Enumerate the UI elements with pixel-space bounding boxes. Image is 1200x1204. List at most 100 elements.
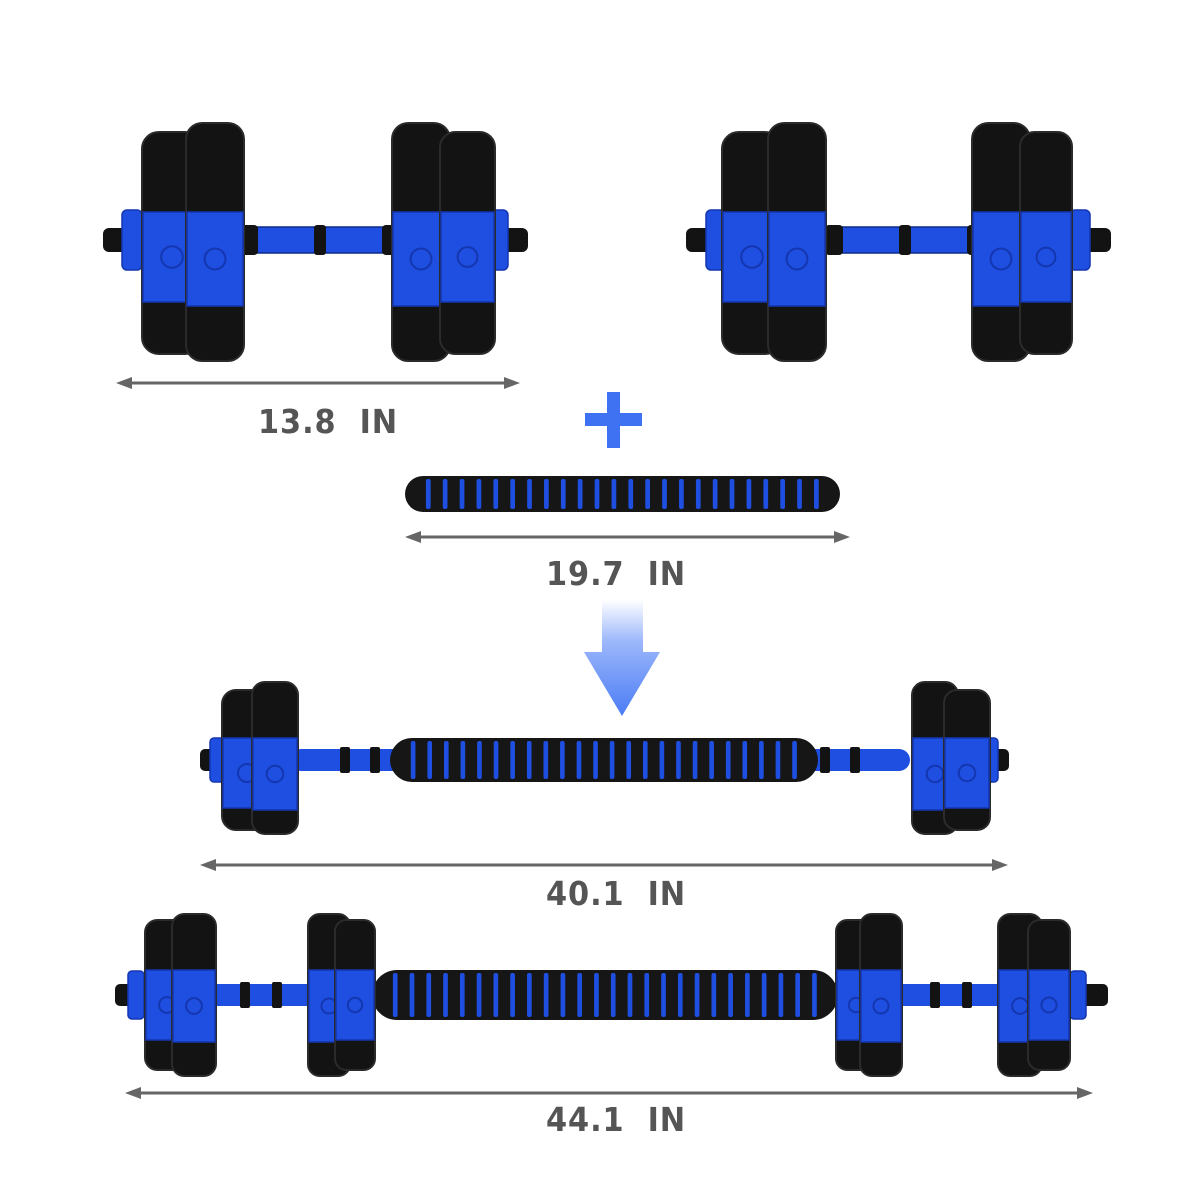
foam-rib [410, 741, 416, 779]
plate-emblem [265, 764, 285, 784]
foam-rib [392, 973, 398, 1017]
weight-plate [1027, 919, 1071, 1071]
foam-rib [594, 479, 600, 509]
handle [824, 225, 986, 255]
plate-emblem [989, 247, 1013, 271]
connector-bar [405, 476, 840, 512]
foam-rib [610, 973, 616, 1017]
foam-rib [763, 479, 769, 509]
foam-rib [676, 741, 681, 779]
foam-rib [626, 741, 632, 779]
foam-rib [742, 741, 748, 779]
foam-rib [780, 479, 786, 509]
plate-emblem [203, 247, 227, 271]
plate-blue-band [860, 969, 902, 1043]
plate-emblem [160, 245, 184, 269]
plate-emblem [785, 247, 809, 271]
foam-rib [677, 973, 683, 1017]
foam-connector [390, 738, 818, 782]
foam-rib [812, 973, 817, 1017]
foam-rib [814, 479, 819, 509]
foam-rib [759, 741, 764, 779]
handle-ring [825, 225, 843, 255]
foam-rib [745, 973, 750, 1017]
foam-rib [510, 973, 515, 1017]
foam-rib [426, 973, 432, 1017]
dimension-arrowhead-left [116, 377, 132, 389]
plate-emblem [740, 245, 764, 269]
foam-rib [527, 973, 532, 1017]
foam-rib [695, 479, 701, 509]
plus-bar-vertical [607, 392, 620, 448]
handle-ring [899, 225, 911, 255]
foam-rib [778, 973, 784, 1017]
plate-emblem [957, 763, 977, 783]
foam-rib [593, 741, 598, 779]
dimension-full-set [125, 1087, 1093, 1099]
weight-plate [859, 913, 903, 1077]
foam-rib [560, 973, 566, 1017]
foam-rib [459, 479, 465, 509]
arrow-shape [584, 600, 660, 716]
foam-connector [372, 970, 838, 1020]
plate-emblem [409, 247, 433, 271]
grip-ring [820, 747, 830, 773]
plate-blue-band [252, 737, 298, 811]
foam-rib [729, 479, 735, 509]
foam-rib [427, 741, 433, 779]
grip-ring [340, 747, 350, 773]
foam-rib [459, 973, 465, 1017]
grip-ring [850, 747, 860, 773]
plate-emblem [456, 246, 479, 268]
foam-rib [543, 973, 549, 1017]
foam-tube [405, 476, 840, 512]
dimension-arrowhead-right [992, 859, 1008, 871]
plate-emblem [346, 996, 364, 1014]
foam-rib [725, 741, 731, 779]
weight-plate [171, 913, 217, 1077]
plate-blue-band [335, 969, 375, 1041]
foam-rib [526, 741, 532, 779]
foam-rib [609, 741, 615, 779]
weight-plate [1019, 131, 1073, 355]
foam-rib [712, 479, 718, 509]
dimension-arrowhead-left [405, 531, 421, 543]
foam-rib [443, 973, 448, 1017]
foam-rib [679, 479, 684, 509]
weight-plate [391, 122, 451, 362]
plate-blue-band [186, 211, 244, 307]
foam-rib [577, 479, 583, 509]
foam-rib [560, 741, 565, 779]
foam-connector [405, 476, 840, 512]
foam-rib [560, 479, 566, 509]
foam-rib [659, 741, 665, 779]
weight-plate [439, 131, 496, 355]
foam-rib [510, 741, 515, 779]
dimension-arrowhead-left [125, 1087, 141, 1099]
plate-blue-band [944, 737, 990, 809]
foam-rib [493, 973, 499, 1017]
connector-length-label: 19.7 IN [546, 554, 687, 593]
grip-ring [930, 982, 940, 1008]
foam-rib [594, 973, 599, 1017]
grip-ring [272, 982, 282, 1008]
foam-rib [795, 973, 801, 1017]
foam-rib [661, 973, 666, 1017]
foam-rib [443, 741, 449, 779]
foam-rib [576, 741, 582, 779]
dimension-barbell [200, 859, 1008, 871]
dimension-arrowhead-left [200, 859, 216, 871]
handle [239, 225, 401, 255]
dimension-arrowhead-right [834, 531, 850, 543]
plus-icon [585, 392, 642, 448]
plate-emblem [872, 997, 890, 1015]
plate-blue-band [172, 969, 216, 1043]
foam-rib [460, 741, 466, 779]
lock-nut [121, 209, 143, 271]
threaded-end [1080, 984, 1108, 1006]
foam-rib [425, 479, 431, 509]
foam-rib [409, 973, 415, 1017]
foam-rib [642, 741, 648, 779]
dimension-dumbbell [116, 377, 520, 389]
